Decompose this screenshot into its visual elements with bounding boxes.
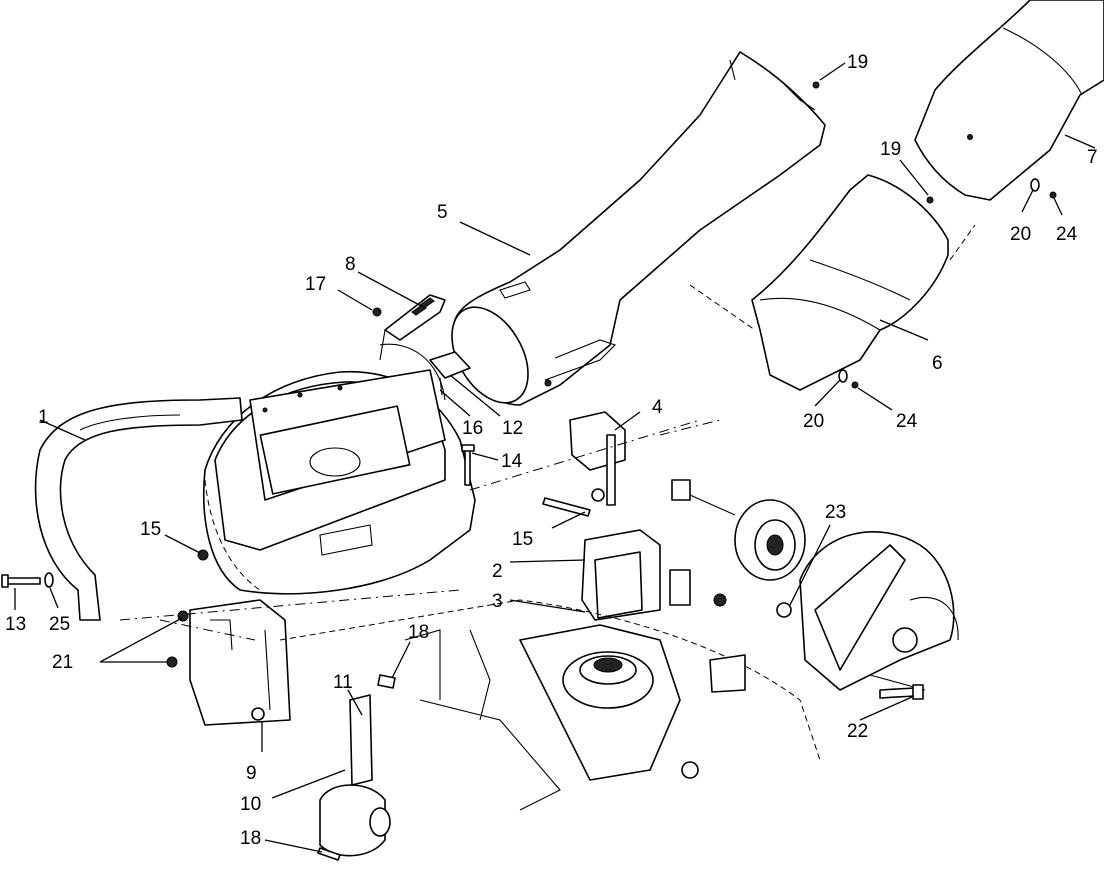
callout-20b: 20 <box>803 411 824 432</box>
callout-23: 23 <box>825 502 846 523</box>
middle-discharge-tube <box>689 174 976 391</box>
callout-8: 8 <box>345 254 356 275</box>
motor-bottom <box>319 694 391 857</box>
callout-19b: 19 <box>880 139 901 160</box>
long-chute <box>451 51 826 406</box>
handle-bar <box>34 397 243 621</box>
callout-16: 16 <box>462 418 483 439</box>
leader-lines <box>14 62 1096 853</box>
callout-12: 12 <box>502 418 523 439</box>
blower-housing <box>202 343 476 595</box>
callout-18a: 18 <box>408 622 429 643</box>
callout-20a: 20 <box>1010 224 1031 245</box>
fasteners <box>1 81 1057 861</box>
callout-18b: 18 <box>240 828 261 849</box>
upper-discharge-tube <box>914 0 1104 201</box>
callout-11: 11 <box>333 672 353 693</box>
mounting-bracket-left <box>189 599 291 726</box>
callout-19a: 19 <box>847 52 868 73</box>
callout-24a: 24 <box>1056 224 1078 245</box>
callout-10: 10 <box>240 794 261 815</box>
callout-22: 22 <box>847 721 868 742</box>
callout-15a: 15 <box>140 519 161 540</box>
callout-labels: 1 2 3 4 5 6 7 8 9 10 11 12 13 14 15 15 1… <box>5 52 1098 849</box>
mower-deck <box>279 599 821 811</box>
callout-24b: 24 <box>896 411 918 432</box>
bracket-2-3 <box>581 488 727 621</box>
frame-lines <box>119 419 721 721</box>
callout-5: 5 <box>437 202 448 223</box>
caster-wheel <box>671 479 806 581</box>
side-plate <box>776 531 959 691</box>
callout-6: 6 <box>932 353 943 374</box>
callout-15b: 15 <box>512 529 533 550</box>
callout-13: 13 <box>5 614 26 635</box>
callout-21: 21 <box>52 652 73 673</box>
callout-4: 4 <box>652 397 663 418</box>
callout-9: 9 <box>246 763 257 784</box>
callout-1: 1 <box>38 407 49 428</box>
callout-3: 3 <box>492 591 503 612</box>
callout-7: 7 <box>1087 147 1098 168</box>
callout-25: 25 <box>49 614 70 635</box>
callout-17: 17 <box>305 274 326 295</box>
chute-latch <box>372 294 446 361</box>
callout-14: 14 <box>501 451 523 472</box>
callout-2: 2 <box>492 561 503 582</box>
